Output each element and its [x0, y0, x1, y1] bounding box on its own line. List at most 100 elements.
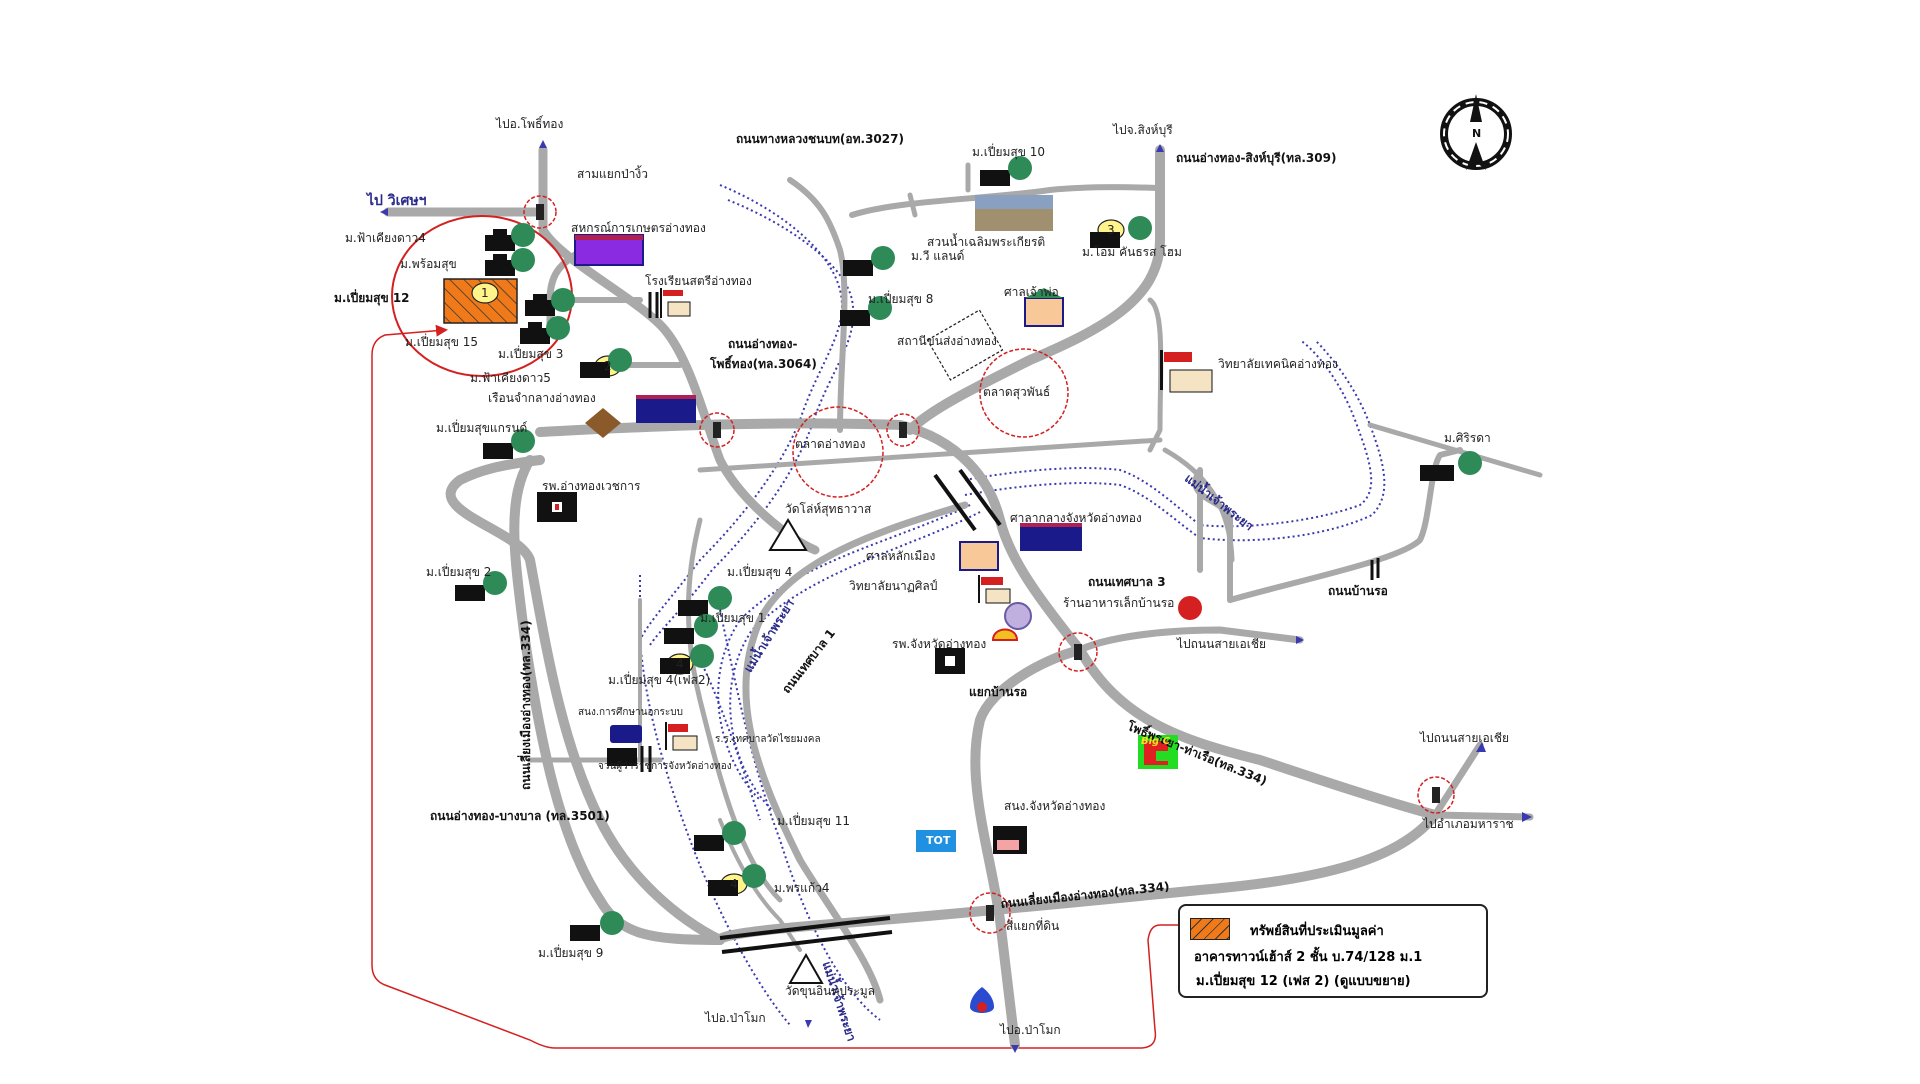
village-house-tree-icon	[485, 223, 535, 251]
label-thetsaban-3: ถนนเทศบาล 3	[1088, 575, 1166, 589]
label-governor-house: จวนผู้ว่าราชการจังหวัดอ่างทอง	[598, 761, 732, 772]
village-house-tree-icon	[520, 316, 570, 344]
label-yaek-ban-ro: แยกบ้านรอ	[969, 685, 1028, 699]
label-park: สวนน้ำเฉลิมพระเกียรติ	[927, 235, 1046, 249]
label-road-3027: ถนนทางหลวงชนบท(อท.3027)	[736, 132, 904, 146]
label-sam-yaek: สามแยกป่างิ้ว	[577, 167, 648, 181]
label-prov-hospital: รพ.จังหวัดอ่างทอง	[892, 637, 987, 651]
village-house-tree-icon	[708, 864, 766, 896]
label-village-piam-suk-4-phase2: ม.เปี่ยมสุข 4(เฟส2)	[608, 673, 711, 687]
city-pillar-shrine-icon	[959, 541, 999, 571]
label-prison: เรือนจำกลางอ่างทอง	[488, 391, 596, 405]
traffic-light-icon	[536, 204, 1440, 921]
label-wat-khun: วัดขุนอินทประมูล	[785, 984, 876, 998]
road-ban-ro	[1192, 467, 1233, 603]
label-road-309: ถนนอ่างทอง-สิงห์บุรี(ทล.309)	[1176, 151, 1337, 165]
label-village-fa-kiang-dao5: ม.ฟ้าเคียงดาว5	[470, 371, 551, 385]
label-to-maharat: ไปอำเภอมหาราช	[1423, 817, 1514, 831]
office-building-icon	[993, 826, 1027, 854]
traffic-intersections	[523, 195, 1455, 934]
hospital-icon	[537, 492, 577, 522]
bigc-logo	[1138, 735, 1178, 769]
legend-line-2: อาคารทาวน์เฮ้าส์ 2 ชั้น บ.74/128 ม.1	[1194, 950, 1423, 965]
river-chao-phraya	[639, 184, 1386, 1026]
road-3064	[538, 207, 820, 555]
government-building-icon	[574, 234, 644, 266]
label-satri-school: โรงเรียนสตรีอ่างทอง	[645, 274, 752, 288]
label-ban-ro-road: ถนนบ้านรอ	[1328, 584, 1388, 598]
label-road-3064-line1: ถนนอ่างทอง-	[728, 337, 798, 351]
school-flag-icon	[978, 575, 1011, 604]
village-house-tree-icon	[570, 911, 624, 941]
label-village-siri-rada: ม.ศิริรดา	[1444, 431, 1491, 445]
hospital-icon	[935, 648, 965, 674]
landmark-icons	[537, 195, 1213, 1013]
label-village-v-land: ม.วี แลนด์	[911, 249, 965, 263]
legend-title: ทรัพย์สินที่ประเมินมูลค่า	[1250, 924, 1384, 939]
village-house-tree-icon	[455, 571, 507, 601]
label-village-piam-suk-8: ม.เปี่ยมสุข 8	[868, 292, 934, 306]
label-village-piam-suk-15: ม.เปี่ยมสุข 15	[405, 335, 478, 349]
village-house-tree-icon	[580, 348, 632, 378]
label-village-porn-kaew4: ม.พรแก้ว4	[774, 881, 830, 895]
label-nfe-office: สนง.การศึกษานอกระบบ	[578, 707, 683, 718]
label-village-piam-suk-10: ม.เปี่ยมสุข 10	[972, 145, 1045, 159]
bus-station-area	[926, 309, 1004, 381]
label-suphan-market: ตลาดสุวพันธ์	[983, 385, 1051, 399]
restaurant-icon	[1178, 596, 1202, 620]
marker-4b: 4	[730, 877, 738, 891]
label-si-yaek: สี่แยกที่ดิน	[1006, 919, 1060, 933]
road-334-east	[1075, 645, 1440, 820]
school-flag-icon	[1160, 350, 1213, 393]
village-house-tree-icon	[485, 248, 535, 276]
village-house-tree-icon	[840, 296, 892, 326]
label-vet-hospital: รพ.อ่างทองเวชการ	[542, 479, 641, 493]
label-village-piam-suk-2: ม.เปี่ยมสุข 2	[426, 565, 492, 579]
marker-1: 1	[481, 286, 489, 300]
ptt-logo	[970, 987, 994, 1013]
label-restaurant: ร้านอาหารเล็กบ้านรอ	[1063, 596, 1175, 610]
village-house-tree-icon	[1420, 451, 1482, 481]
label-village-piam-suk-grand: ม.เปี่ยมสุขแกรนด์	[436, 421, 528, 435]
label-village-piam-suk-11: ม.เปี่ยมสุข 11	[777, 814, 850, 828]
label-to-pho-thong: ไปอ.โพธิ์ทอง	[496, 117, 564, 131]
label-drama-college: วิทยาลัยนาฏศิลป์	[849, 579, 938, 593]
government-building-icon	[636, 395, 696, 423]
market-areas	[792, 348, 1069, 498]
road-309	[905, 145, 1165, 435]
shell-icon	[991, 628, 1019, 641]
label-city-hall: ศาลากลางจังหวัดอ่างทอง	[1010, 511, 1142, 525]
road-rural-3027	[787, 177, 848, 433]
label-road-334-vertical: ถนนเลี่ยงเมืองอ่างทอง(ทล.334)	[519, 620, 533, 790]
governor-house-icon	[607, 748, 637, 766]
office-building-icon	[610, 725, 642, 743]
temple-icon	[788, 952, 824, 984]
legend-box: ทรัพย์สินที่ประเมินมูลค่า อาคารทาวน์เฮ้า…	[1178, 904, 1488, 998]
label-bus-station: สถานีขนส่งอ่างทอง	[897, 334, 997, 348]
label-road-3501: ถนนอ่างทอง-บางบาล (ทล.3501)	[430, 809, 610, 823]
label-to-asia-2: ไปถนนสายเอเชีย	[1420, 731, 1510, 745]
label-coop: สหกรณ์การเกษตรอ่างทอง	[571, 221, 706, 235]
legend-swatch-subject	[1190, 918, 1230, 940]
village-icons	[455, 156, 1482, 941]
label-bigc: Big C	[1141, 736, 1171, 747]
label-city-pillar: ศาลหลักเมือง	[866, 549, 936, 563]
label-village-piam-suk-1: ม.เปี่ยมสุข 1	[700, 611, 766, 625]
village-house-tree-icon	[678, 586, 732, 616]
marker-4a: 4	[676, 657, 684, 671]
label-village-piam-suk-3: ม.เปี่ยมสุข 3	[498, 347, 564, 361]
government-building-icon	[1020, 523, 1082, 551]
legend-line-3: ม.เปี่ยมสุข 12 (เฟส 2) (ดูแบบขยาย)	[1196, 974, 1411, 989]
prison-icon	[585, 408, 621, 438]
label-village-piam-suk-4: ม.เปี่ยมสุข 4	[727, 565, 793, 579]
label-wat-chai-school: ร.ร.เทศบาลวัดไชยมงคล	[715, 734, 821, 745]
label-village-fa-kiang-dao4: ม.ฟ้าเคียงดาว4	[345, 231, 426, 245]
tot-logo	[916, 830, 956, 852]
label-village-piam-suk-9: ม.เปี่ยมสุข 9	[538, 946, 604, 960]
label-to-sing-buri: ไปจ.สิงห์บุรี	[1113, 123, 1173, 137]
road-thetsaban-1	[742, 501, 969, 1004]
marker-2: 2	[604, 359, 612, 373]
direction-arrows	[380, 140, 1532, 1053]
village-house-tree-icon	[843, 246, 895, 276]
